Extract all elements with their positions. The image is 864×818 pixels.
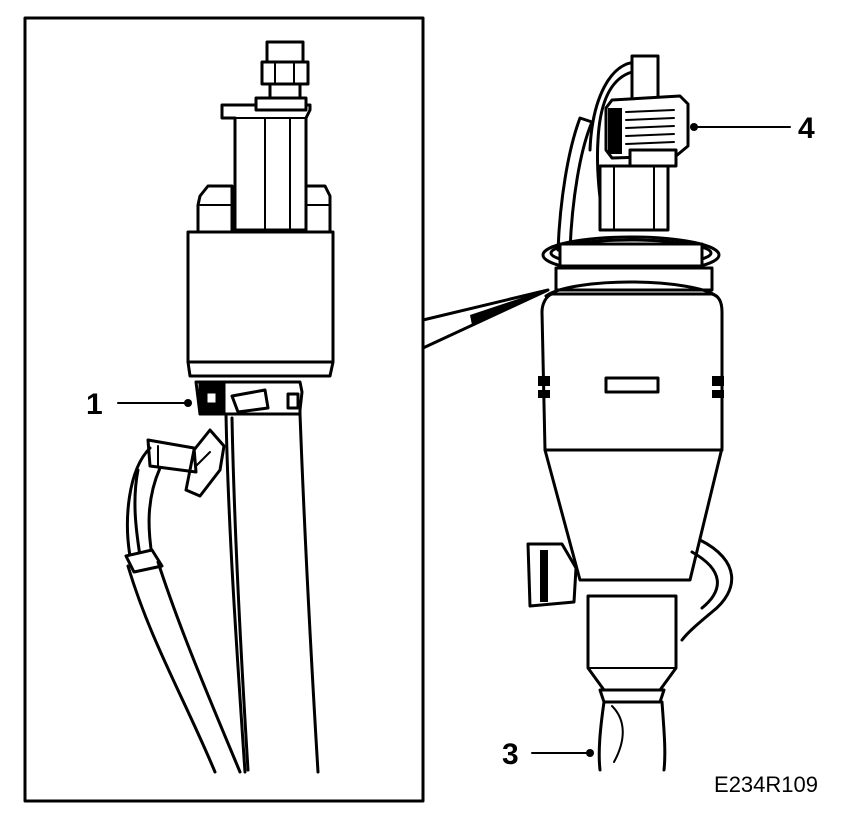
left-tube	[556, 116, 594, 252]
callout-label-1: 1	[86, 388, 103, 421]
flange-ring	[541, 235, 721, 292]
inset-pipe	[224, 412, 320, 774]
inset-body-skirt	[186, 360, 335, 378]
callout-4: 4	[690, 112, 815, 145]
inset-plug-mid	[260, 60, 310, 86]
detail-inset	[23, 16, 550, 803]
callout-label-3: 3	[502, 738, 519, 771]
figure-code: E234R109	[714, 772, 818, 797]
detail-pointer-fill	[470, 289, 548, 325]
sensor-connector	[604, 94, 690, 168]
inset-body-block	[186, 230, 335, 364]
inset-shoulders	[196, 184, 234, 234]
sensor-stem	[630, 54, 660, 104]
inset-frame	[23, 16, 425, 803]
callout-label-4: 4	[798, 112, 815, 145]
side-port	[526, 542, 578, 608]
inset-clip	[194, 380, 304, 416]
callout-3: 3	[502, 738, 594, 771]
right-hose	[680, 538, 734, 642]
main-part	[526, 54, 734, 772]
neck	[598, 164, 670, 232]
detail-pointer	[421, 288, 550, 350]
callout-1: 1	[86, 388, 192, 421]
label-slot	[604, 376, 660, 394]
outlet-pipe	[597, 700, 667, 772]
outlet	[586, 594, 678, 692]
inset-cable	[124, 428, 242, 774]
inset-sensor-assembly	[124, 40, 335, 774]
filter-body	[540, 292, 724, 582]
